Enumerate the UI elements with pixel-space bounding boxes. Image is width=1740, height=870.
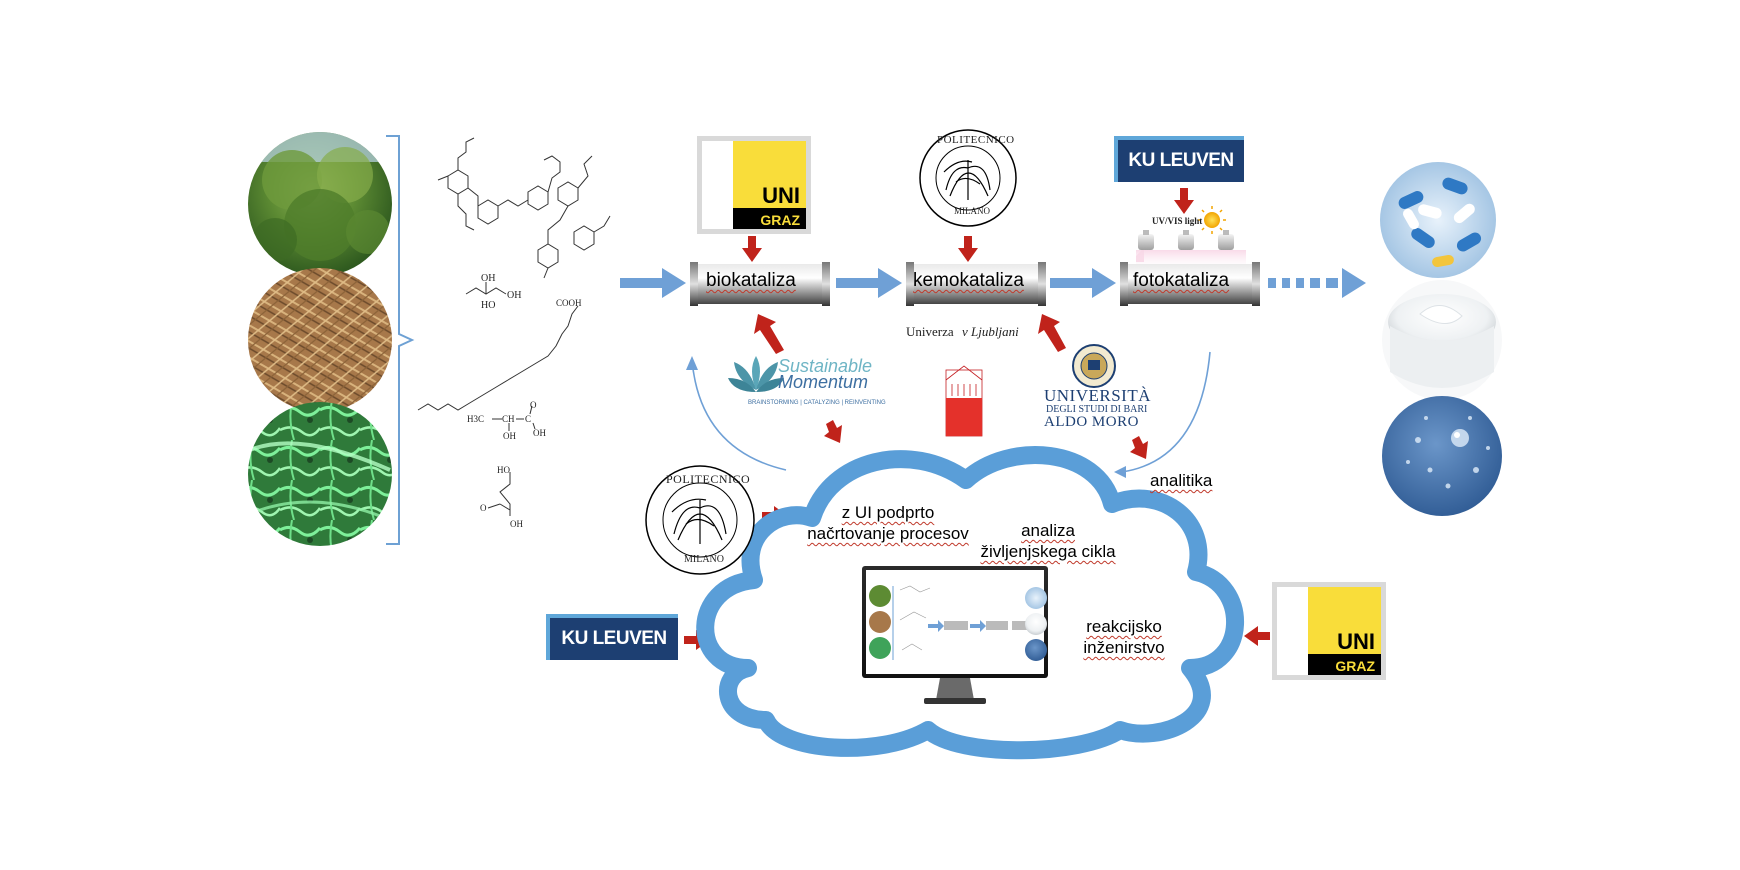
photocatalysis-label: fotokataliza (1133, 270, 1230, 291)
polimi-top-name: POLITECNICO (937, 134, 1015, 146)
unigraz-uni-top: UNI (762, 183, 800, 208)
chem-label-ch: CH (502, 414, 515, 424)
chem-label-h3c: H3C (467, 414, 485, 424)
lignin-structure (437, 137, 611, 279)
chem-label-o-1: O (530, 400, 537, 410)
unigraz-graz-bottom: GRAZ (1335, 658, 1375, 674)
chem-label-oh-4: OH (533, 428, 546, 438)
polimi-bottom-city: MILANO (684, 554, 724, 565)
uv-vis-label: UV/VIS light (1152, 216, 1203, 226)
reactor-tubes (690, 262, 1260, 306)
analytics-label: analitika (1150, 471, 1213, 490)
biocatalysis-label: biokataliza (706, 270, 796, 291)
algae-image (248, 402, 392, 546)
bari-text-1: UNIVERSITÀ (1044, 386, 1151, 405)
bari-text-2: DEGLI STUDI DI BARI (1046, 404, 1148, 415)
chem-label-oh-3: OH (503, 431, 516, 441)
chem-label-ho-1: HO (481, 300, 496, 311)
sun-icon (1198, 206, 1226, 234)
ljubljana-building-icon (945, 365, 983, 437)
cream-jar-image (1382, 280, 1502, 400)
polimi-bottom-name: POLITECNICO (666, 472, 751, 486)
lactic-acid-structure (492, 405, 536, 431)
fatty-acid-structure (417, 305, 579, 411)
chem-label-ho-2: HO (497, 465, 510, 475)
feedback-arrowhead-left (686, 356, 698, 370)
polimi-top-city: MILANO (954, 206, 990, 216)
lca-line-1: analiza (1021, 521, 1075, 540)
unigraz-logo-top: UNI GRAZ (697, 136, 811, 234)
kuleuven-logo-bottom: KU LEUVEN (546, 614, 678, 660)
chem-label-c: C (525, 414, 532, 424)
glycerol-structure (465, 282, 507, 295)
feedstock-bracket (386, 135, 415, 545)
ai-process-design-label: z UI podprto načrtovanje procesov (800, 502, 976, 544)
ai-line-1: z UI podprto (841, 503, 935, 522)
politecnico-seal-bottom (645, 465, 755, 575)
glycolic-acid-structure (487, 472, 511, 516)
chem-label-cooh: COOH (556, 298, 582, 308)
re-line-1: reakcijsko (1086, 617, 1162, 636)
lca-label: analiza življenjskega cikla (976, 520, 1120, 562)
unigraz-graz-top: GRAZ (760, 212, 800, 228)
reaction-engineering-label: reakcijsko inženirstvo (1074, 616, 1174, 658)
chemocatalysis-label: kemokataliza (913, 270, 1024, 291)
sustainable-text-2: Momentum (778, 372, 869, 392)
computer-monitor-icon (862, 566, 1048, 704)
lca-line-2: življenjskega cikla (980, 542, 1116, 561)
uv-lamps (1136, 230, 1246, 264)
ai-line-2: načrtovanje procesov (807, 524, 969, 543)
kuleuven-text-bottom: KU LEUVEN (561, 628, 667, 649)
pills-image (1380, 162, 1496, 278)
unigraz-uni-bottom: UNI (1337, 629, 1375, 654)
kuleuven-text-top: KU LEUVEN (1128, 150, 1234, 171)
chem-label-o-2: O (480, 503, 487, 513)
re-line-2: inženirstvo (1083, 638, 1165, 657)
flow-arrows (620, 268, 1366, 298)
lotus-icon (728, 356, 784, 392)
ljubljana-text-1: Univerza (906, 324, 954, 339)
chem-label-oh-1: OH (507, 290, 522, 301)
ljubljana-text-2: v Ljubljani (962, 324, 1019, 339)
chem-label-oh-2: OH (481, 273, 496, 284)
politecnico-seal-top (919, 129, 1017, 227)
feedback-curves (691, 351, 1211, 473)
chem-label-oh-5: OH (510, 519, 523, 529)
bari-seal (1072, 344, 1116, 388)
bari-text-3: ALDO MORO (1044, 414, 1139, 430)
feedback-arrowhead-right (1114, 466, 1126, 478)
tree-image (248, 132, 392, 276)
straw-image (248, 268, 392, 412)
water-repellent-fabric-image (1382, 396, 1502, 516)
sustainable-text-1: Sustainable (778, 356, 873, 376)
sustainable-text-3: BRAINSTORMING | CATALYZING | REINVENTING (748, 400, 886, 406)
kuleuven-logo-top: KU LEUVEN (1114, 136, 1244, 182)
unigraz-logo-bottom: UNI GRAZ (1272, 582, 1386, 680)
